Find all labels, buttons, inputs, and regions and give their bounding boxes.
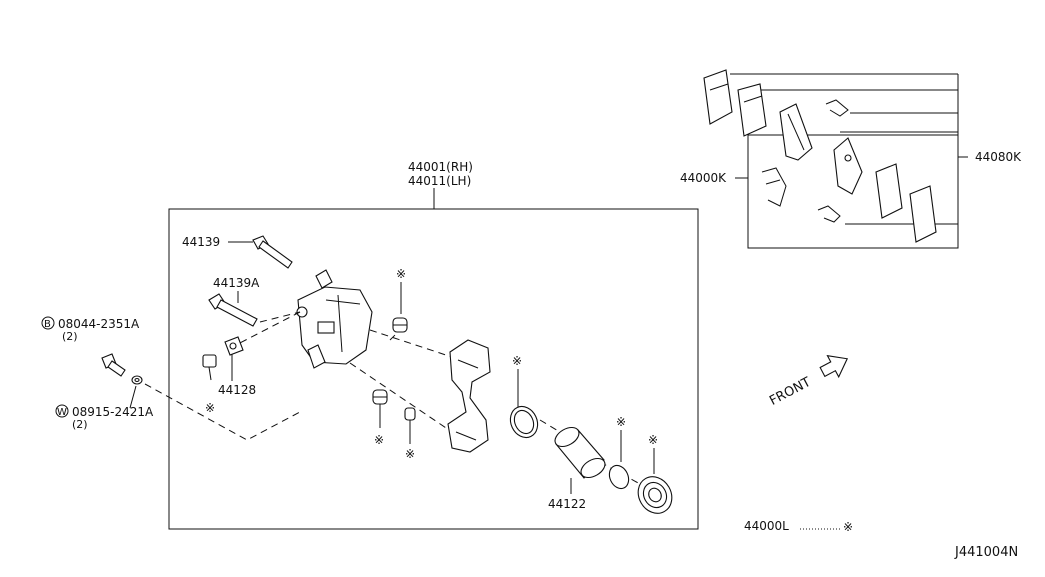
bleeder-cap-mark: ※ [205, 401, 215, 415]
seal-mark: ※ [512, 354, 522, 368]
label-44001-rh[interactable]: 44001(RH) [408, 160, 473, 174]
label-08915-2421a[interactable]: 08915-2421A [72, 405, 154, 419]
caliper-bracket[interactable] [447, 339, 491, 453]
label-44139[interactable]: 44139 [182, 235, 220, 249]
front-label: FRONT [767, 375, 813, 409]
label-44000l[interactable]: 44000L [744, 519, 789, 533]
pin-boot-upper[interactable] [392, 317, 408, 333]
anti-squeal-shim-3[interactable] [875, 163, 903, 219]
o-ring[interactable] [606, 462, 632, 491]
pin-sleeve[interactable] [404, 407, 416, 421]
front-arrow: FRONT [767, 354, 849, 409]
guide-pin-bolt[interactable] [252, 235, 293, 269]
washer-circle-letter: W [57, 407, 67, 418]
bleeder-screw[interactable] [224, 336, 244, 356]
brake-pad-outer[interactable] [779, 103, 813, 161]
assembly-line-c [259, 311, 301, 323]
label-44080k[interactable]: 44080K [975, 150, 1022, 164]
drawing-number: J441004N [954, 545, 1018, 560]
brake-pad-inner[interactable] [833, 137, 863, 195]
assembly-line-e [599, 461, 641, 485]
caliper-body[interactable] [296, 269, 373, 369]
label-44139a[interactable]: 44139A [213, 276, 260, 290]
label-washer-qty: (2) [72, 418, 88, 431]
mounting-bolt[interactable] [101, 353, 126, 377]
guide-pin-bolt-a[interactable] [208, 293, 258, 327]
assembly-line-mount [144, 383, 301, 441]
leader-washer [129, 385, 137, 409]
piston-seal[interactable] [505, 402, 542, 442]
washer-circle-w [55, 404, 69, 418]
assembly-line-d [539, 419, 561, 433]
bolt-circle-b [41, 316, 55, 330]
dust-boot-mark: ※ [648, 433, 658, 447]
label-44122[interactable]: 44122 [548, 497, 586, 511]
label-bolt-qty: (2) [62, 330, 78, 343]
dust-boot[interactable] [632, 471, 679, 520]
assembly-line-upper [235, 311, 301, 346]
bolt-circle-letter: B [44, 319, 51, 330]
assembly-line-f [389, 329, 401, 341]
oring-mark: ※ [616, 415, 626, 429]
seal-kit-mark: ※ [843, 520, 853, 534]
label-44000k[interactable]: 44000K [680, 171, 727, 185]
anti-squeal-shim-4[interactable] [909, 185, 937, 243]
bleeder-cap[interactable] [202, 354, 217, 381]
label-08044-2351a[interactable]: 08044-2351A [58, 317, 140, 331]
anti-squeal-shim-inner[interactable] [737, 83, 767, 137]
label-44128[interactable]: 44128 [218, 383, 256, 397]
washer[interactable] [131, 375, 143, 385]
pin-boot-lower[interactable] [372, 389, 388, 405]
pad-clip-lower[interactable] [817, 205, 841, 223]
boot-upper-mark: ※ [396, 267, 406, 281]
anti-squeal-shim-outer[interactable] [703, 69, 733, 125]
piston[interactable] [552, 424, 609, 482]
pad-spring-clip[interactable] [761, 167, 787, 207]
label-44011-lh[interactable]: 44011(LH) [408, 174, 471, 188]
pad-clip-upper[interactable] [825, 99, 849, 117]
boot-lower-mark: ※ [374, 433, 384, 447]
assembly-line-a [369, 329, 456, 359]
sleeve-mark: ※ [405, 447, 415, 461]
assembly-line-b [349, 362, 453, 433]
